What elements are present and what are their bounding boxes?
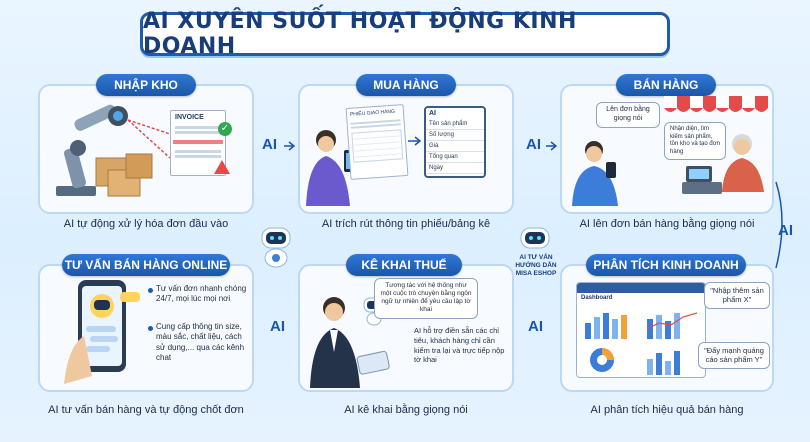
bullet-fast-support: Tư vấn đơn nhanh chóng 24/7, mọi lúc mọi… xyxy=(156,284,247,304)
shop-awning-illustration xyxy=(664,96,768,112)
list-item: Ngày xyxy=(426,163,484,174)
businessman-illustration xyxy=(310,297,390,388)
ai-connector-5: AI xyxy=(528,318,543,335)
heading-phan-tich: PHÂN TÍCH KINH DOANH xyxy=(586,254,746,276)
invoice-title: INVOICE xyxy=(175,114,204,121)
caption-phan-tich: AI phân tích hiệu quả bán hàng xyxy=(590,404,744,416)
heading-ke-khai: KÊ KHAI THUẾ xyxy=(346,254,462,276)
main-title: AI XUYÊN SUỐT HOẠT ĐỘNG KINH DOANH xyxy=(143,9,577,59)
phone-chatbot-illustration xyxy=(64,280,140,384)
seller-illustration xyxy=(572,141,618,206)
ai-connector-2: AI xyxy=(526,136,541,153)
center-robot-label: AI TƯ VẤN HƯỚNG DẪN MISA ESHOP xyxy=(515,254,557,277)
arrow-curve-icon xyxy=(775,181,783,269)
heading-ban-hang: BÁN HÀNG xyxy=(616,74,716,96)
speech-bubble-voice-order: Lên đơn bằng giọng nói xyxy=(596,102,660,128)
list-item: Tổng quan xyxy=(426,152,484,163)
speech-bubble-promote-product: "Đẩy mạnh quảng cáo sản phẩm Y" xyxy=(698,342,770,369)
bullet-dot xyxy=(148,326,153,331)
dashboard-window: Dashboard xyxy=(576,282,706,378)
dashboard-pie-chart xyxy=(590,348,614,372)
delivery-form-title: PHIẾU GIAO HÀNG xyxy=(349,108,396,118)
warning-icon xyxy=(214,160,230,174)
dashboard-title: Dashboard xyxy=(581,295,613,301)
cash-register-icon xyxy=(682,166,722,194)
speech-bubble-import-product: "Nhập thêm sản phẩm X" xyxy=(704,282,770,309)
caption-ke-khai: AI kê khai bằng giọng nói xyxy=(344,404,468,416)
heading-tu-van: TƯ VẤN BÁN HÀNG ONLINE xyxy=(62,254,230,276)
arrow-right-icon xyxy=(408,136,422,146)
ai-list-title: AI xyxy=(429,110,436,117)
ai-tax-assist-text: AI hỗ trợ điền sẵn các chỉ tiêu, khách h… xyxy=(414,326,505,365)
customer-illustration xyxy=(722,134,764,192)
robot-arm-illustration xyxy=(56,104,171,197)
ai-connector-1: AI xyxy=(262,136,277,153)
delivery-form: PHIẾU GIAO HÀNG xyxy=(345,104,409,180)
caption-ban-hang: AI lên đơn bán hàng bằng giọng nói xyxy=(579,218,755,230)
speech-bubble-ai-detect: Nhận diện, tìm kiếm sản phẩm, tồn kho và… xyxy=(664,122,726,160)
ai-extracted-list: AI Tên sản phẩm Số lượng Giá Tổng quan N… xyxy=(424,106,486,178)
list-item: Giá xyxy=(426,141,484,152)
caption-mua-hang: AI trích rút thông tin phiếu/bảng kê xyxy=(321,218,491,230)
arrow-right-icon xyxy=(284,141,296,151)
dashboard-line-chart xyxy=(646,312,698,339)
ai-connector-4: AI xyxy=(270,318,285,335)
speech-bubble-voice-request: Tương tác với hệ thống như một cuộc trò … xyxy=(374,278,478,319)
heading-nhap-kho: NHẬP KHO xyxy=(96,74,196,96)
arrow-right-icon xyxy=(546,141,558,151)
caption-nhap-kho: AI tự động xử lý hóa đơn đầu vào xyxy=(63,218,229,230)
list-item: Số lượng xyxy=(426,130,484,141)
dashboard-small-bars xyxy=(647,351,680,375)
bullet-dot xyxy=(148,288,153,293)
heading-mua-hang: MUA HÀNG xyxy=(356,74,456,96)
robot-mascot-left-icon xyxy=(261,227,291,268)
list-item: Tên sản phẩm xyxy=(426,119,484,130)
check-icon: ✓ xyxy=(218,122,232,136)
caption-tu-van: AI tư vấn bán hàng và tự động chốt đơn xyxy=(48,404,244,416)
robot-mascot-center-icon xyxy=(520,227,550,249)
dashboard-bar-chart xyxy=(585,313,627,339)
bullet-product-info: Cung cấp thông tin size, màu sắc, chất l… xyxy=(156,322,245,363)
main-title-box: AI XUYÊN SUỐT HOẠT ĐỘNG KINH DOANH xyxy=(140,9,670,59)
